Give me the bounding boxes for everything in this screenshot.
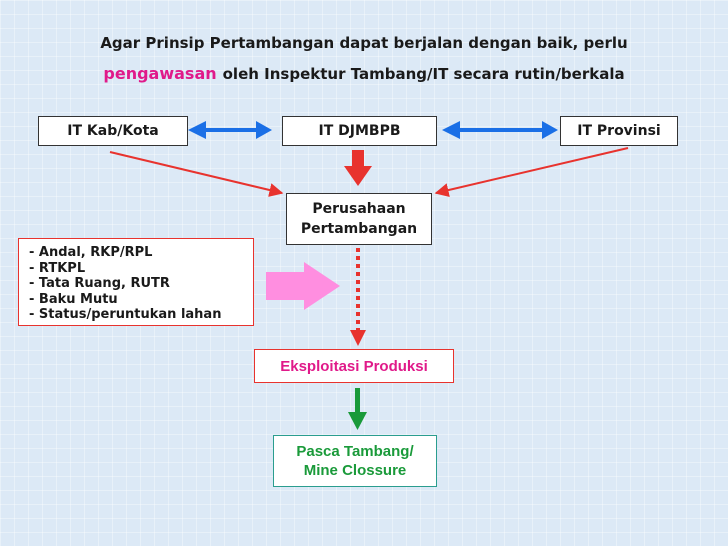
node-pasca-tambang: Pasca Tambang/ Mine Clossure (273, 435, 437, 487)
list-item: - Tata Ruang, RUTR (29, 276, 170, 292)
title-line-2-rest: oleh Inspektur Tambang/IT secara rutin/b… (222, 65, 625, 83)
arrow-eksploitasi-to-pasca (348, 388, 367, 430)
arrow-kab-to-perusahaan (109, 151, 284, 197)
pasca-line-1: Pasca Tambang/ (296, 443, 414, 460)
node-it-provinsi: IT Provinsi (560, 116, 678, 146)
double-arrow-djm-prov (442, 121, 558, 139)
pasca-line-2: Mine Clossure (303, 462, 407, 479)
list-item: - RTKPL (29, 260, 86, 276)
arrow-djm-to-perusahaan (344, 150, 372, 186)
node-perusahaan-pertambangan: Perusahaan Pertambangan (286, 193, 432, 245)
title-highlight: pengawasan (103, 64, 217, 83)
list-item: - Andal, RKP/RPL (29, 245, 153, 260)
node-eksploitasi-produksi: Eksploitasi Produksi (254, 349, 454, 383)
perusahaan-line-2: Pertambangan (300, 221, 418, 237)
requirements-list: - Andal, RKP/RPL - RTKPL - Tata Ruang, R… (18, 238, 254, 326)
list-item: - Status/peruntukan lahan (29, 307, 222, 323)
node-it-kab-kota: IT Kab/Kota (38, 116, 188, 146)
list-item: - Baku Mutu (29, 291, 118, 307)
pink-arrow (266, 262, 340, 310)
double-arrow-kab-djm (188, 121, 272, 139)
title-line-1: Agar Prinsip Pertambangan dapat berjalan… (100, 34, 628, 52)
arrow-prov-to-perusahaan (434, 147, 629, 197)
title-line-2: pengawasan oleh Inspektur Tambang/IT seca… (0, 64, 728, 83)
dotted-arrow-head (350, 330, 366, 346)
perusahaan-line-1: Perusahaan (312, 201, 406, 217)
node-it-djmbpb: IT DJMBPB (282, 116, 437, 146)
